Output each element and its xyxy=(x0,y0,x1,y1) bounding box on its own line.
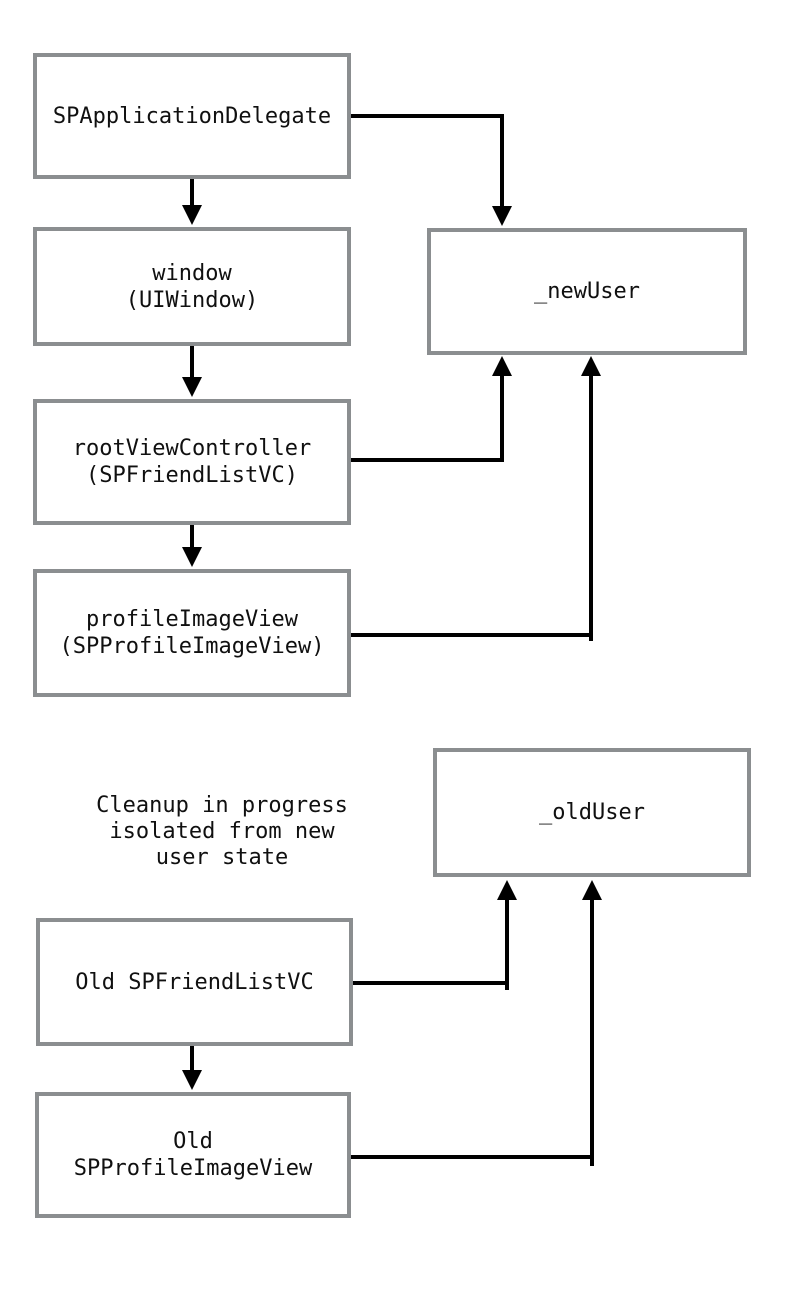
arrow-oldfriendvc-to-olduser xyxy=(352,880,517,990)
node-newuser: _newUser xyxy=(427,228,747,355)
node-label: profileImageView (SPProfileImageView) xyxy=(59,607,325,659)
node-label: _newUser xyxy=(534,279,640,304)
node-rootviewcontroller: rootViewController (SPFriendListVC) xyxy=(33,399,351,525)
node-profileimageview: profileImageView (SPProfileImageView) xyxy=(33,569,351,697)
arrow-profileimageview-to-newuser xyxy=(350,356,601,641)
node-label: SPApplicationDelegate xyxy=(52,103,332,129)
node-label: _oldUser xyxy=(539,800,645,825)
arrow-oldprofileimageview-to-olduser xyxy=(350,880,602,1166)
arrow-rootvc-to-newuser xyxy=(350,356,512,462)
node-old-spfriendlistvc: Old SPFriendListVC xyxy=(36,918,353,1046)
node-label: Old SPFriendListVC xyxy=(75,969,314,995)
node-old-spprofileimageview: Old SPProfileImageView xyxy=(35,1092,351,1218)
cleanup-annotation: Cleanup in progress isolated from new us… xyxy=(96,793,348,870)
node-spapplicationdelegate: SPApplicationDelegate xyxy=(33,53,351,179)
node-label: window (UIWindow) xyxy=(125,260,259,313)
node-window-uiwindow: window (UIWindow) xyxy=(33,227,351,346)
node-label: rootViewController (SPFriendListVC) xyxy=(72,436,312,488)
node-olduser: _oldUser xyxy=(433,748,751,877)
node-label: Old SPProfileImageView xyxy=(73,1129,313,1181)
arrow-appdelegate-to-newuser xyxy=(350,114,512,226)
